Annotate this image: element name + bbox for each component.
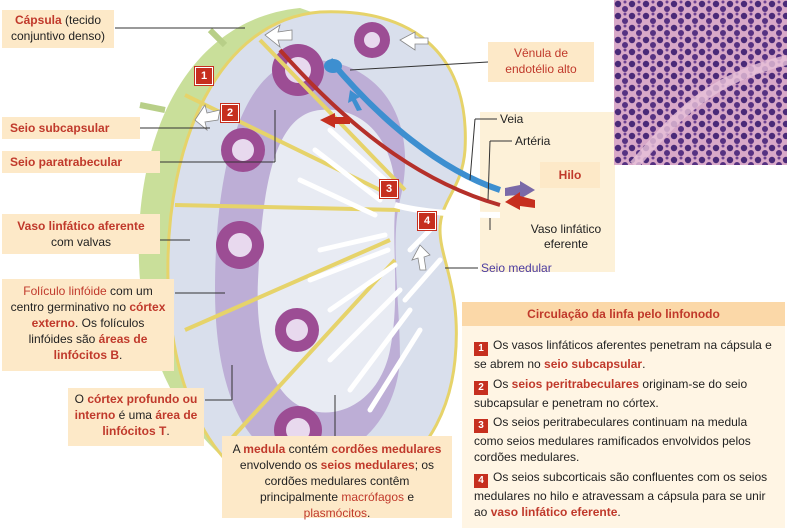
efferent-line: [394, 202, 501, 218]
label-veia: Veia: [500, 112, 524, 126]
red-arrow-node: [320, 113, 350, 128]
legend-number: 2: [474, 381, 488, 395]
label-arteria: Artéria: [515, 134, 551, 148]
label-seio-subcapsular: Seio subcapsular: [2, 117, 140, 139]
red-arrow-hilo: [505, 192, 535, 210]
hilo-panel: [480, 112, 615, 272]
histology-micrograph: [614, 0, 787, 165]
hev-venule: [324, 59, 342, 73]
label-vaso-aferente: Vaso linfático aferente com valvas: [2, 214, 160, 254]
label-cortex: O córtex profundo ou interno é uma área …: [68, 388, 204, 446]
label-vaso-eferente: Vaso linfático eferente: [530, 222, 602, 251]
label-medula: A medula contém cordões medulares envolv…: [222, 436, 452, 520]
marker-4: 4: [418, 212, 436, 230]
medulla-area: [257, 109, 396, 413]
blue-arrow-node: [348, 90, 362, 111]
legend-panel: [462, 302, 785, 528]
marker-1: 1: [195, 67, 213, 85]
legend-number: 4: [474, 474, 488, 488]
label-hilo: Hilo: [540, 162, 600, 188]
legend-number: 3: [474, 419, 488, 433]
purple-arrow: [505, 181, 535, 199]
artery-line: [278, 48, 501, 207]
label-venula: Vênula de endotélio alto: [488, 42, 594, 82]
leader-lines: [115, 27, 512, 440]
legend-number: 1: [474, 342, 488, 356]
marker-3: 3: [380, 180, 398, 198]
medullary-sinuses: [297, 127, 443, 413]
label-foliculo: Folículo linfóide com um centro germinat…: [2, 279, 174, 371]
flow-arrows: [194, 24, 431, 271]
vein-line: [327, 58, 501, 193]
label-seio-medular: Seio medular: [481, 261, 552, 275]
label-seio-paratrabecular: Seio paratrabecular: [2, 151, 160, 173]
label-capsula: Cápsula (tecido conjuntivo denso): [2, 10, 114, 48]
legend-title: Circulação da linfa pelo linfonodo: [462, 302, 785, 326]
marker-2: 2: [221, 104, 239, 122]
